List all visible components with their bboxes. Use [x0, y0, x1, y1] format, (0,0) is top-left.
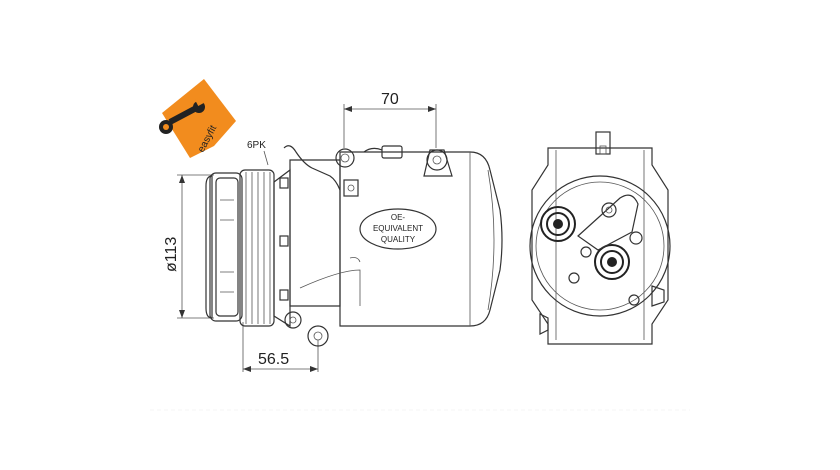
easyfit-logo: easyfit — [159, 79, 236, 158]
pulley — [205, 169, 275, 327]
wrench-icon — [159, 96, 205, 134]
logo-orange-tag — [162, 79, 236, 158]
belt-type-label: 6PK — [247, 140, 266, 151]
compressor-rear-view — [529, 131, 671, 345]
dimension-56-5: 56.5 — [242, 322, 319, 372]
badge-line-2: EQUIVALENT — [373, 224, 423, 233]
dim-top-value: 70 — [381, 91, 399, 108]
belt-label-leader — [263, 150, 269, 166]
dim-left-value: ø113 — [163, 237, 180, 272]
dim-bottom-value: 56.5 — [258, 351, 289, 368]
dimension-diameter: ø113 — [163, 174, 214, 319]
compressor-side-view — [205, 145, 503, 347]
oe-quality-badge: OE- EQUIVALENT QUALITY — [359, 208, 437, 250]
badge-line-1: OE- — [391, 213, 406, 222]
dimension-70: 70 — [343, 91, 437, 148]
badge-line-3: QUALITY — [381, 235, 416, 244]
